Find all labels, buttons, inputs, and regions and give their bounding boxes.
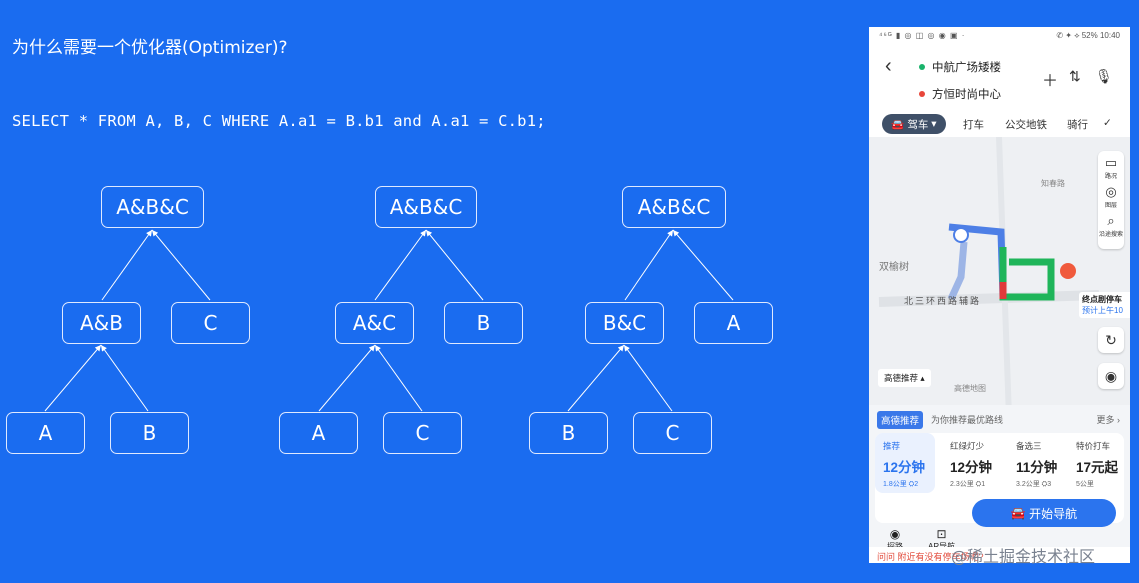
tree1-mid-left-node: A&B bbox=[62, 302, 141, 344]
start-navigation-button[interactable]: 🚘 开始导航 bbox=[972, 499, 1116, 527]
back-icon[interactable]: ‹ bbox=[885, 55, 892, 77]
layers-icon[interactable]: ◎ bbox=[1105, 184, 1117, 199]
tree1-root-node: A&B&C bbox=[101, 186, 204, 228]
tree2-leaf-left-node: A bbox=[279, 412, 358, 454]
ar-icon: ⊡ bbox=[936, 527, 947, 541]
map-label-place2: 高德地图 bbox=[954, 384, 986, 393]
route-option-time: 12分钟 bbox=[883, 460, 926, 475]
panel-tag: 高德推荐 bbox=[877, 411, 924, 429]
start-navigation-label: 开始导航 bbox=[1029, 506, 1078, 521]
route-panel: 高德推荐 为你推荐最优路线 更多 › 推荐 12分钟 1.8公里 ⛭2 红绿灯少… bbox=[869, 405, 1130, 563]
tree3-mid-left-node: B&C bbox=[585, 302, 664, 344]
layers-label: 图层 bbox=[1104, 203, 1117, 209]
mode-drive-label: 驾车 bbox=[907, 118, 929, 131]
panel-description: 为你推荐最优路线 bbox=[931, 415, 1004, 425]
tree2-root-node: A&B&C bbox=[375, 186, 477, 228]
recommend-chip[interactable]: 高德推荐 ▴ bbox=[878, 369, 931, 387]
tree-edges bbox=[44, 229, 734, 412]
ar-nav-label: AR导航 bbox=[928, 542, 955, 551]
route-option-sub: 3.2公里 ⛭3 bbox=[1016, 481, 1052, 488]
car-icon: 🚘 bbox=[891, 118, 908, 131]
mode-taxi-tab[interactable]: 打车 bbox=[963, 119, 984, 131]
more-modes-icon[interactable]: ✓ bbox=[1103, 117, 1112, 129]
tree2-leaf-right-node: C bbox=[383, 412, 462, 454]
locate-button[interactable]: ◉ bbox=[1098, 363, 1124, 389]
refresh-button[interactable]: ↻ bbox=[1098, 327, 1124, 353]
route-option-head: 备选三 bbox=[1016, 441, 1042, 451]
ar-nav-tool[interactable]: ⊡AR导航 bbox=[928, 527, 955, 552]
map-label-place1: 知春路 bbox=[1041, 179, 1065, 188]
route-option-head: 特价打车 bbox=[1076, 441, 1111, 451]
tree3-root-node: A&B&C bbox=[622, 186, 726, 228]
tree2-mid-left-node: A&C bbox=[335, 302, 414, 344]
traffic-icon[interactable]: ▭ bbox=[1104, 155, 1118, 170]
route-option-head: 推荐 bbox=[883, 441, 901, 451]
route-option-sub: 2.3公里 ⛭1 bbox=[950, 481, 986, 488]
mode-transit-tab[interactable]: 公交地铁 bbox=[1005, 119, 1047, 131]
swap-icon[interactable]: ⇅ bbox=[1069, 68, 1081, 84]
destination-dot-icon bbox=[919, 91, 925, 97]
phone-screenshot: ⁴⁶ᴳ ▮ ◎ ◫ ◎ ◉ ▣ · ✆ ✦ ⟡ 52% 10:40 ‹ 中航广场… bbox=[869, 27, 1130, 563]
probe-icon: ◉ bbox=[889, 527, 901, 541]
route-input-box: ‹ 中航广场矮楼 方恒时尚中心 ＋ ⇅ 🎙 bbox=[877, 49, 1122, 105]
panel-more-link[interactable]: 更多 › bbox=[1096, 415, 1121, 425]
add-stop-icon[interactable]: ＋ bbox=[1042, 73, 1059, 90]
refresh-icon: ↻ bbox=[1105, 331, 1117, 348]
route-option-2[interactable]: 红绿灯少 12分钟 2.3公里 ⛭1 bbox=[942, 433, 1002, 493]
destination-callout-label: 终点剧停车 bbox=[1082, 295, 1122, 304]
route-option-time: 12分钟 bbox=[950, 460, 993, 475]
recommend-chip-label: 高德推荐 bbox=[884, 373, 919, 383]
car-icon: 🚘 bbox=[1010, 506, 1030, 520]
tree3-mid-right-node: A bbox=[694, 302, 773, 344]
destination-field[interactable]: 方恒时尚中心 bbox=[932, 89, 1001, 101]
probe-tool[interactable]: ◉探路 bbox=[887, 527, 903, 552]
bottom-ask-bar[interactable]: 问问 附近有没有停车场呢? bbox=[869, 547, 1130, 563]
origin-dot-icon bbox=[919, 64, 925, 70]
route-option-3[interactable]: 备选三 11分钟 3.2公里 ⛭3 bbox=[1008, 433, 1068, 493]
status-bar: ⁴⁶ᴳ ▮ ◎ ◫ ◎ ◉ ▣ · ✆ ✦ ⟡ 52% 10:40 bbox=[869, 27, 1130, 44]
watermark-text: @稀土掘金技术社区 bbox=[951, 547, 1096, 566]
tree3-leaf-right-node: C bbox=[633, 412, 712, 454]
locate-icon: ◉ bbox=[1104, 367, 1118, 384]
map-label-area: 双榆树 bbox=[879, 262, 909, 273]
search-icon[interactable]: ⌕ bbox=[1107, 213, 1115, 228]
bottom-ask-text: 问问 附近有没有停车场呢? bbox=[877, 552, 984, 562]
tree1-mid-right-node: C bbox=[171, 302, 250, 344]
tree3-leaf-left-node: B bbox=[529, 412, 608, 454]
sql-statement: SELECT * FROM A, B, C WHERE A.a1 = B.b1 … bbox=[12, 112, 546, 130]
route-options: 推荐 12分钟 1.8公里 ⛭2 红绿灯少 12分钟 2.3公里 ⛭1 备选三 … bbox=[875, 433, 1124, 551]
route-option-1[interactable]: 推荐 12分钟 1.8公里 ⛭2 bbox=[875, 433, 935, 493]
route-option-time: 11分钟 bbox=[1016, 460, 1058, 475]
route-map[interactable]: 双榆树 知春路 北三环西路辅路 高德地图 终点剧停车 预计上午10 高德推荐 ▴… bbox=[869, 136, 1130, 418]
destination-callout: 终点剧停车 预计上午10 bbox=[1079, 292, 1130, 318]
status-left: ⁴⁶ᴳ ▮ ◎ ◫ ◎ ◉ ▣ · bbox=[879, 31, 966, 40]
destination-eta-label: 预计上午10 bbox=[1082, 306, 1123, 315]
microphone-icon[interactable]: 🎙 bbox=[1095, 68, 1113, 84]
transport-modes: 🚘 驾车 ▾ 打车 公交地铁 骑行 ✓ bbox=[869, 111, 1130, 137]
mode-bike-tab[interactable]: 骑行 bbox=[1067, 119, 1088, 131]
route-option-sub: 5公里 bbox=[1076, 481, 1094, 488]
slide-title: 为什么需要一个优化器(Optimizer)? bbox=[12, 38, 288, 58]
status-right: ✆ ✦ ⟡ 52% 10:40 bbox=[1056, 31, 1120, 40]
route-option-head: 红绿灯少 bbox=[950, 441, 985, 451]
map-label-road: 北三环西路辅路 bbox=[904, 296, 982, 306]
search-along-label: 沿途搜索 bbox=[1098, 232, 1123, 238]
probe-label: 探路 bbox=[887, 542, 903, 551]
traffic-label: 路况 bbox=[1104, 174, 1117, 180]
route-option-4[interactable]: 特价打车 17元起 5公里 bbox=[1068, 433, 1128, 493]
origin-field[interactable]: 中航广场矮楼 bbox=[932, 62, 1001, 74]
mode-drive-tab[interactable]: 🚘 驾车 ▾ bbox=[882, 114, 946, 134]
route-option-sub: 1.8公里 ⛭2 bbox=[883, 481, 919, 488]
map-route-svg bbox=[878, 136, 1100, 418]
tree2-mid-right-node: B bbox=[444, 302, 523, 344]
tree1-leaf-left-node: A bbox=[6, 412, 85, 454]
map-tools: ▭ 路况 ◎ 图层 ⌕ 沿途搜索 bbox=[1098, 151, 1124, 249]
route-option-time: 17元起 bbox=[1076, 460, 1119, 475]
tree1-leaf-right-node: B bbox=[110, 412, 189, 454]
